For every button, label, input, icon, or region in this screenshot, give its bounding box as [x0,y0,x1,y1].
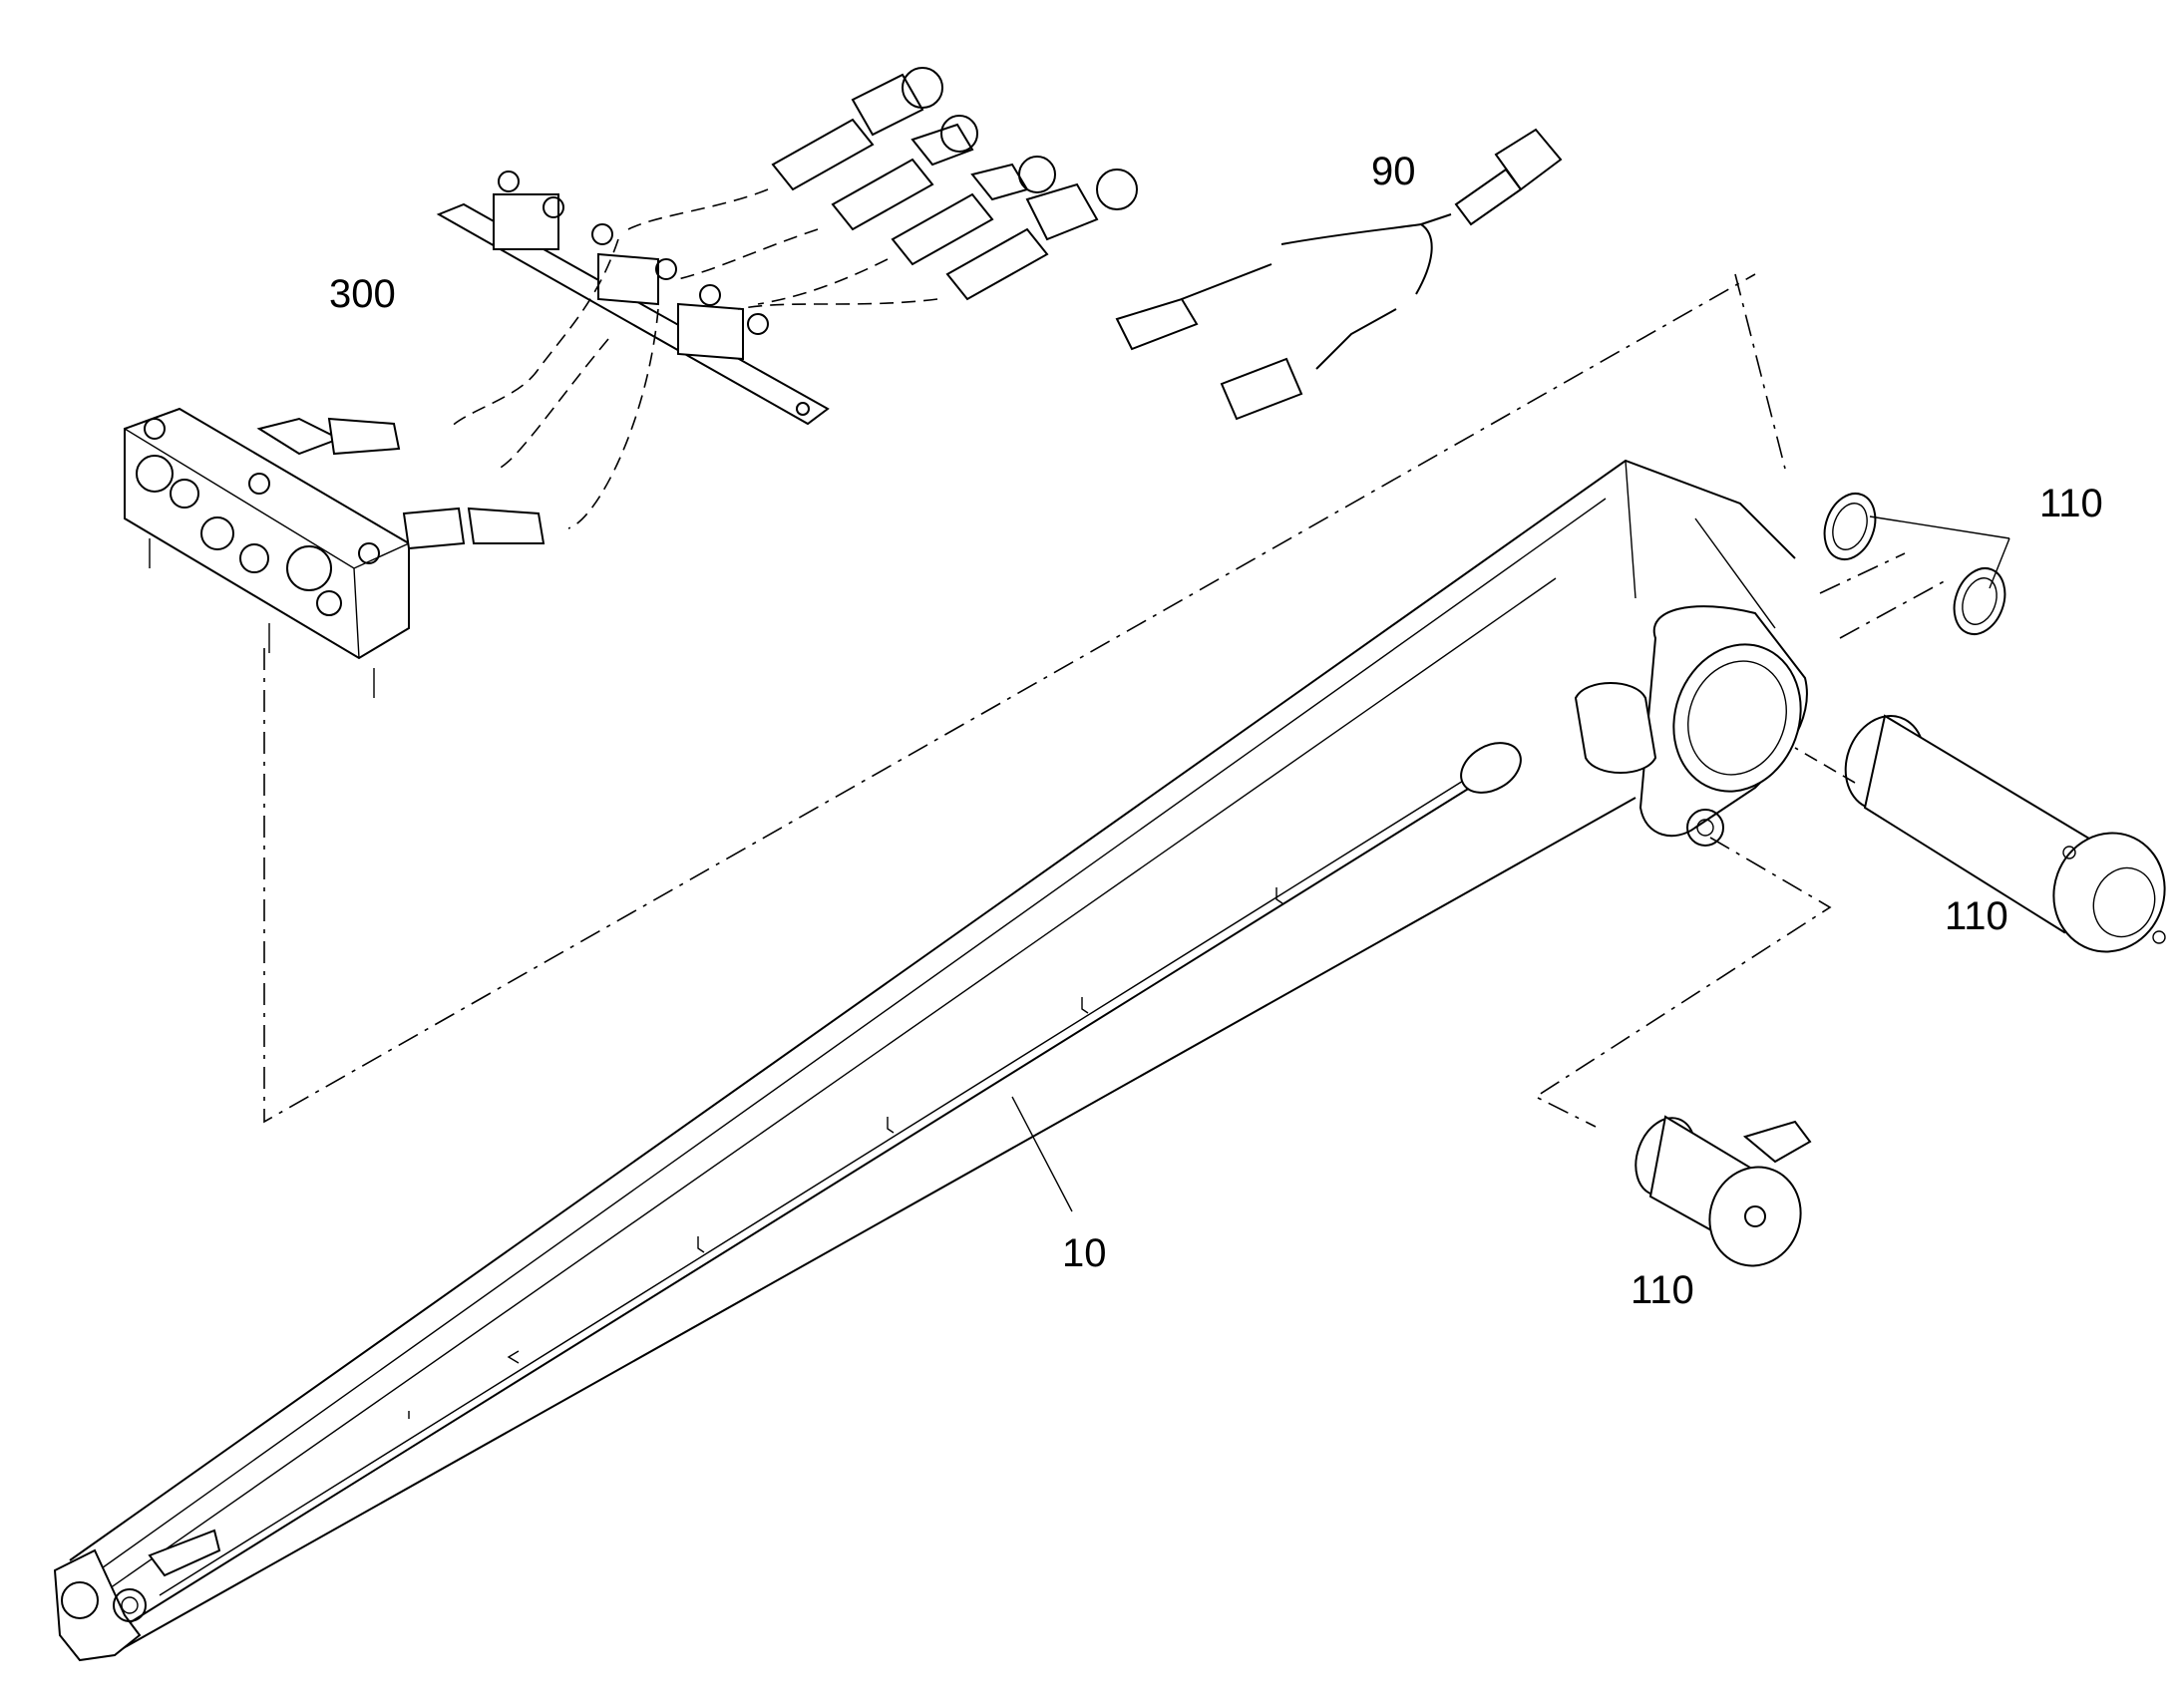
callout-110-seals: 110 [2039,482,2103,525]
cable-harness [1115,128,1563,421]
callout-110-pin-bottom: 110 [1631,1268,1694,1312]
assembly-lines [263,188,1951,1128]
pivot-pin-bottom [1635,1115,1812,1267]
callout-300: 300 [329,272,396,316]
callout-labels: 300 90 110 110 110 10 [329,150,2103,1312]
pivot-pin-right [1844,714,2166,953]
callout-110-pin-right: 110 [1945,894,2008,938]
callout-leaders [1011,515,2010,1212]
hose-fittings [771,67,1138,301]
seal-rings [1823,493,2006,635]
hydraulic-valve-block [124,407,545,698]
hose-clamp-bracket [436,171,830,426]
callout-10: 10 [1062,1231,1107,1275]
boom-arm [53,459,1808,1662]
callout-90: 90 [1371,150,1416,193]
